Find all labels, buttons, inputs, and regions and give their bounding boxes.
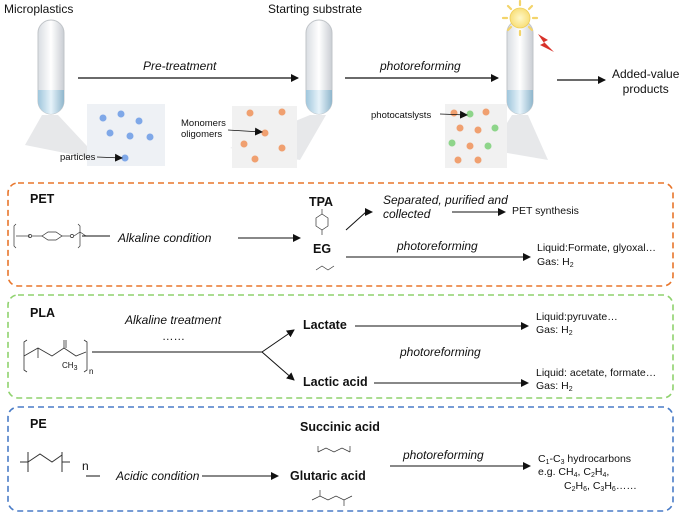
hydrocarbons-example-2: C2H6, C3H6……	[564, 480, 637, 493]
tpa-label: TPA	[309, 195, 334, 209]
pet-condition-label: Alkaline condition	[118, 231, 212, 245]
pet-title: PET	[30, 192, 55, 206]
pla-dots-label: ……	[162, 331, 185, 343]
lactate-label: Lactate	[303, 318, 347, 332]
particles-label: particles	[60, 152, 96, 163]
test-tube-microplastics	[25, 19, 100, 160]
pla-structure	[23, 339, 88, 373]
lightning-icon	[538, 34, 554, 52]
glutaric-structure	[311, 490, 353, 506]
pe-structure	[20, 452, 70, 472]
pe-photoreforming-label: photoreforming	[403, 448, 484, 462]
monomers-panel	[232, 106, 297, 168]
top-photoreforming-label: photoreforming	[380, 59, 461, 73]
pet-synthesis-label: PET synthesis	[512, 205, 579, 217]
pla-methyl-label: CH3	[62, 361, 78, 373]
eg-label: EG	[313, 242, 332, 256]
microplastics-label: Microplastics	[4, 2, 74, 16]
pla-photoreforming-label: photoreforming	[400, 345, 481, 359]
lactic-acid-label: Lactic acid	[303, 375, 368, 389]
added-value-products-label: Added-value products	[612, 67, 680, 96]
hydrocarbons-label: C1-C3 hydrocarbons	[538, 453, 632, 466]
photocatalysts-pointer	[439, 110, 468, 119]
pet-photoreforming-label: photoreforming	[397, 239, 478, 253]
pla-gas2-label: Gas: H2	[536, 380, 573, 393]
pe-n-label: n	[82, 459, 89, 473]
succinic-structure	[317, 446, 351, 453]
pet-gas-label: Gas: H2	[537, 256, 574, 269]
pet-liquid-label: Liquid:Formate, glyoxal…	[537, 242, 657, 254]
particles-pointer	[96, 153, 123, 162]
pla-title: PLA	[30, 306, 55, 320]
pe-title: PE	[30, 417, 47, 431]
pet-structure	[13, 223, 87, 249]
pe-condition-label: Acidic condition	[116, 469, 200, 483]
pla-n-label: n	[89, 367, 94, 376]
pretreatment-label: Pre-treatment	[143, 59, 217, 73]
pe-box	[7, 406, 674, 512]
monomers-label: Monomers oligomers	[181, 118, 226, 140]
eg-structure	[315, 265, 335, 271]
pet-box	[7, 182, 674, 287]
pla-condition-label: Alkaline treatment	[125, 313, 222, 327]
sun-icon	[501, 0, 539, 37]
particles-panel	[87, 104, 165, 166]
monomers-pointer	[227, 127, 263, 136]
hydrocarbons-example-1: e.g. CH4, C2H4,	[538, 466, 610, 479]
pla-liquid1-label: Liquid:pyruvate…	[536, 311, 618, 323]
pla-liquid2-label: Liquid: acetate, formate…	[536, 367, 657, 379]
separate-branch	[345, 211, 372, 231]
pla-gas1-label: Gas: H2	[536, 324, 573, 337]
photocatalysts-label: photocatslysts	[371, 110, 432, 121]
separated-label: Separated, purified and collected	[383, 193, 508, 221]
succinic-acid-label: Succinic acid	[300, 420, 380, 434]
glutaric-acid-label: Glutaric acid	[290, 469, 366, 483]
photocatalysts-panel	[445, 104, 507, 168]
lactate-branch	[261, 329, 295, 353]
lactic-branch	[261, 351, 295, 381]
tpa-structure	[315, 209, 329, 235]
starting-substrate-label: Starting substrate	[268, 2, 363, 16]
pla-box	[7, 294, 674, 399]
